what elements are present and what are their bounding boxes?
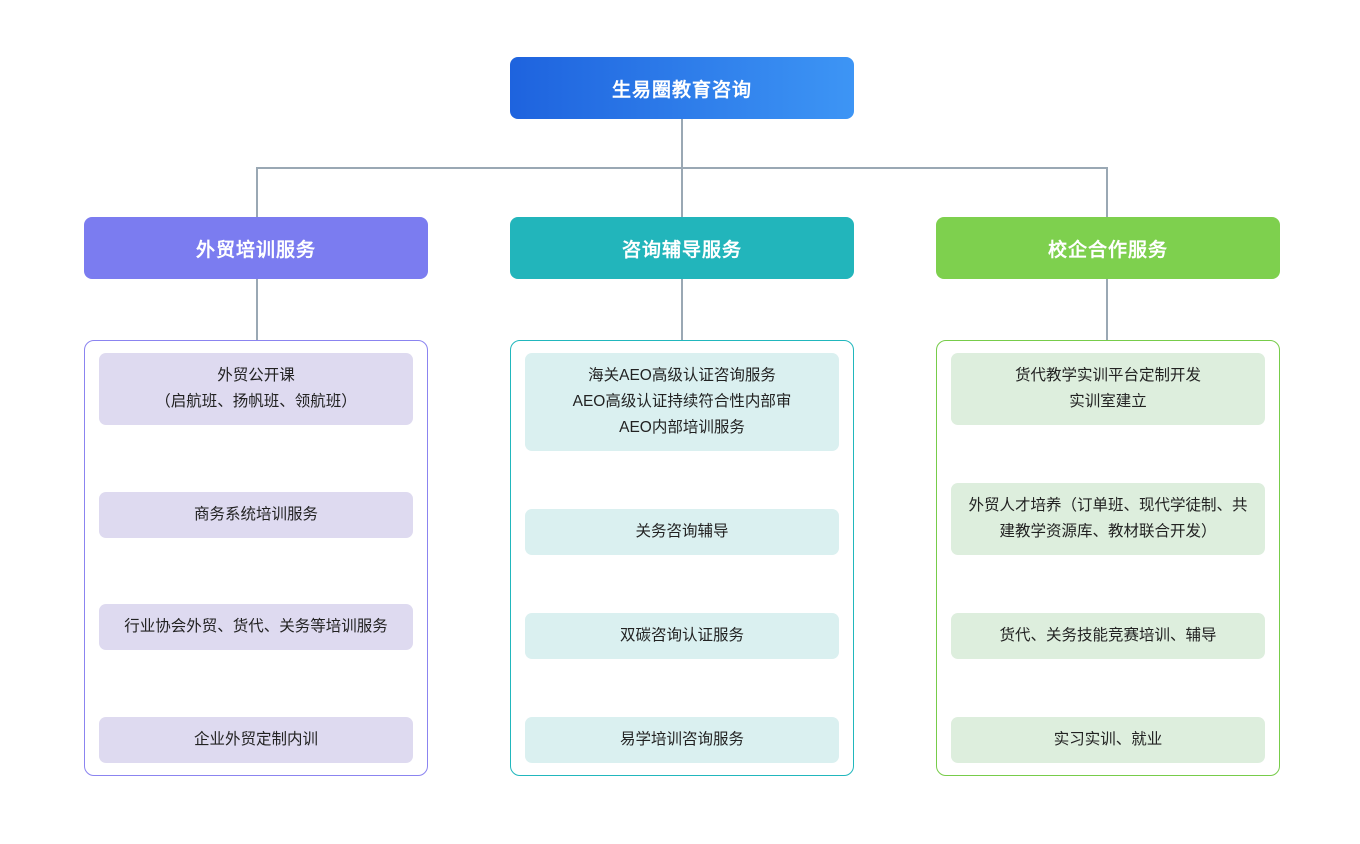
- list-item[interactable]: 双碳咨询认证服务: [525, 613, 839, 659]
- column-panel-consulting: 海关AEO高级认证咨询服务 AEO高级认证持续符合性内部审 AEO内部培训服务 …: [510, 340, 854, 776]
- list-item[interactable]: 货代、关务技能竞赛培训、辅导: [951, 613, 1265, 659]
- list-item[interactable]: 易学培训咨询服务: [525, 717, 839, 763]
- list-item[interactable]: 实习实训、就业: [951, 717, 1265, 763]
- list-item[interactable]: 海关AEO高级认证咨询服务 AEO高级认证持续符合性内部审 AEO内部培训服务: [525, 353, 839, 451]
- connector-header-panel-col2: [681, 279, 683, 340]
- list-item[interactable]: 货代教学实训平台定制开发 实训室建立: [951, 353, 1265, 425]
- column-training: 外贸培训服务 外贸公开课 （启航班、扬帆班、领航班） 商务系统培训服务 行业协会…: [84, 217, 428, 776]
- column-panel-training: 外贸公开课 （启航班、扬帆班、领航班） 商务系统培训服务 行业协会外贸、货代、关…: [84, 340, 428, 776]
- connector-drop-col1: [256, 167, 258, 217]
- connector-drop-col2: [681, 167, 683, 217]
- column-header-school-enterprise[interactable]: 校企合作服务: [936, 217, 1280, 279]
- connector-root-stem: [681, 119, 683, 168]
- root-node[interactable]: 生易圈教育咨询: [510, 57, 854, 119]
- column-consulting: 咨询辅导服务 海关AEO高级认证咨询服务 AEO高级认证持续符合性内部审 AEO…: [510, 217, 854, 776]
- list-item[interactable]: 企业外贸定制内训: [99, 716, 413, 763]
- column-header-consulting[interactable]: 咨询辅导服务: [510, 217, 854, 279]
- column-panel-school-enterprise: 货代教学实训平台定制开发 实训室建立 外贸人才培养（订单班、现代学徒制、共建教学…: [936, 340, 1280, 776]
- list-item[interactable]: 商务系统培训服务: [99, 491, 413, 538]
- list-item[interactable]: 行业协会外贸、货代、关务等培训服务: [99, 604, 413, 651]
- connector-header-panel-col3: [1106, 279, 1108, 340]
- column-header-label: 咨询辅导服务: [621, 239, 742, 261]
- list-item[interactable]: 关务咨询辅导: [525, 509, 839, 555]
- connector-drop-col3: [1106, 167, 1108, 217]
- list-item[interactable]: 外贸公开课 （启航班、扬帆班、领航班）: [99, 353, 413, 425]
- column-header-training[interactable]: 外贸培训服务: [84, 217, 428, 279]
- list-item[interactable]: 外贸人才培养（订单班、现代学徒制、共建教学资源库、教材联合开发）: [951, 483, 1265, 555]
- root-node-label: 生易圈教育咨询: [611, 79, 752, 101]
- column-header-label: 外贸培训服务: [195, 239, 316, 261]
- column-header-label: 校企合作服务: [1047, 239, 1168, 261]
- connector-header-panel-col1: [256, 279, 258, 340]
- column-school-enterprise: 校企合作服务 货代教学实训平台定制开发 实训室建立 外贸人才培养（订单班、现代学…: [936, 217, 1280, 776]
